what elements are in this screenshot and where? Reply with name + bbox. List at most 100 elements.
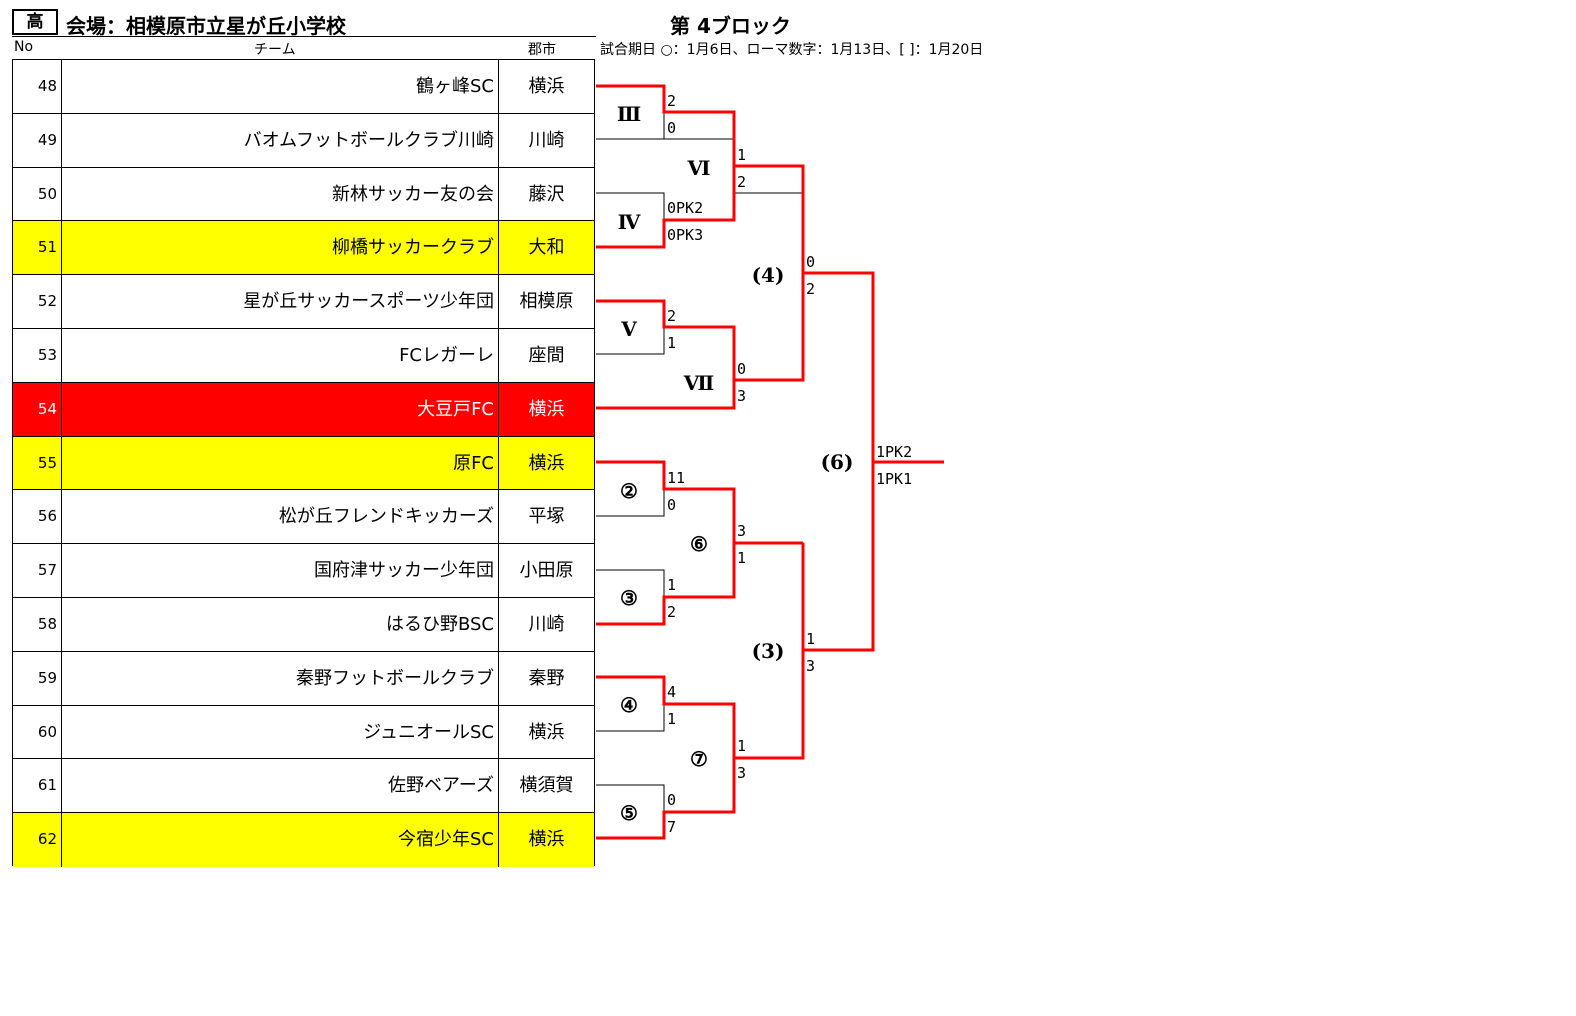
team-no: 62 [13,813,62,867]
team-name: 秦野フットボールクラブ [62,651,499,705]
team-no: 57 [13,544,62,597]
score-m7-top: 0 [737,360,746,378]
score-c7-bottom: 3 [737,764,746,782]
match-label-c5: ⑤ [620,801,638,825]
team-name: 柳橋サッカークラブ [62,221,499,275]
line-m5-bottom [596,327,665,355]
team-city: 横浜 [528,829,565,851]
line-p6-top [803,272,874,460]
team-name: ジュニオールSC [62,705,499,759]
score-c2-bottom: 0 [667,496,676,514]
bracket-lines-red [596,84,944,840]
team-city: 横浜 [528,452,565,474]
score-c3-top: 1 [667,576,676,594]
venue-title: 会場：相模原市立星が丘小学校 [66,14,346,38]
team-name: 星が丘サッカースポーツ少年団 [62,275,499,328]
team-no: 49 [13,113,62,167]
team-city: 川崎 [528,129,565,151]
team-city: 川崎 [528,614,565,635]
team-no: 50 [13,167,62,221]
score-m6-top: 1 [737,146,746,164]
score-c4-bottom: 1 [667,710,676,728]
line-c4-bottom [596,704,665,732]
team-no: 48 [13,60,62,113]
team-no: 60 [13,705,62,759]
team-city: 相模原 [519,291,574,313]
match-label-m3: Ⅲ [617,102,641,126]
match-label-m7: Ⅶ [683,371,715,395]
team-no: 55 [13,436,62,490]
team-city: 横浜 [528,721,565,743]
column-header-team: チーム [254,42,296,58]
column-header-city: 郡市 [528,42,556,58]
team-no: 58 [13,598,62,651]
winner-path-52 [596,299,736,380]
winner-path-51-left [596,164,875,460]
line-c3-top [596,569,665,597]
score-m4-top: 0PK2 [667,199,703,217]
score-p3-top: 1 [806,630,815,648]
grade-box: 高 [12,9,58,35]
match-dates-note: 試合期日 ○：1月6日、ローマ数字：1月13日、[ ]：1月20日 [600,42,984,58]
team-no: 51 [13,221,62,275]
score-m7-bottom: 3 [737,387,746,405]
score-p4-top: 0 [806,253,815,271]
score-m6-bottom: 2 [737,173,746,191]
match-label-p6: (6) [821,450,854,474]
team-city: 小田原 [519,560,574,582]
block-title: 第 4ブロック [670,14,791,38]
score-c6-top: 3 [737,522,746,540]
team-no: 52 [13,275,62,328]
team-no: 53 [13,329,62,382]
team-name: バオムフットボールクラブ川崎 [62,113,499,167]
team-city: 藤沢 [528,183,565,205]
winner-path-59 [596,675,736,758]
team-name: 原FC [62,436,499,490]
match-label-c6: ⑥ [690,532,708,556]
line-m4-top [596,192,665,220]
team-name: 国府津サッカー少年団 [62,544,499,597]
score-c4-top: 4 [667,683,676,701]
team-city: 大和 [528,237,565,259]
match-label-m5: Ⅴ [620,317,637,341]
team-city: 横浜 [528,76,565,97]
match-label-m4: Ⅳ [618,210,641,234]
winner-path-55 [596,460,803,545]
team-no: 59 [13,651,62,705]
team-city: 横須賀 [519,775,574,797]
score-m5-bottom: 1 [667,334,676,352]
match-label-c3: ③ [620,586,638,610]
score-c5-top: 0 [667,791,676,809]
team-no: 61 [13,759,62,813]
team-name: FCレガーレ [62,329,499,382]
team-name: はるひ野BSC [62,598,499,651]
score-m3-bottom: 0 [667,119,676,137]
winner-path-48 [596,84,736,166]
team-no: 56 [13,490,62,544]
score-c7-top: 1 [737,737,746,755]
score-m4-bottom: 0PK3 [667,226,703,244]
column-header-no: No [14,39,34,55]
score-c3-bottom: 2 [667,603,676,621]
team-name: 大豆戸FC [62,382,499,436]
match-label-p3: (3) [752,639,785,663]
match-label-c7: ⑦ [690,747,708,771]
team-name: 今宿少年SC [62,813,499,867]
winner-path-58 [596,543,736,626]
score-c5-bottom: 7 [667,818,676,836]
team-name: 鶴ヶ峰SC [62,60,499,113]
match-label-c2: ② [620,479,638,503]
match-label-p4: (4) [752,263,785,287]
